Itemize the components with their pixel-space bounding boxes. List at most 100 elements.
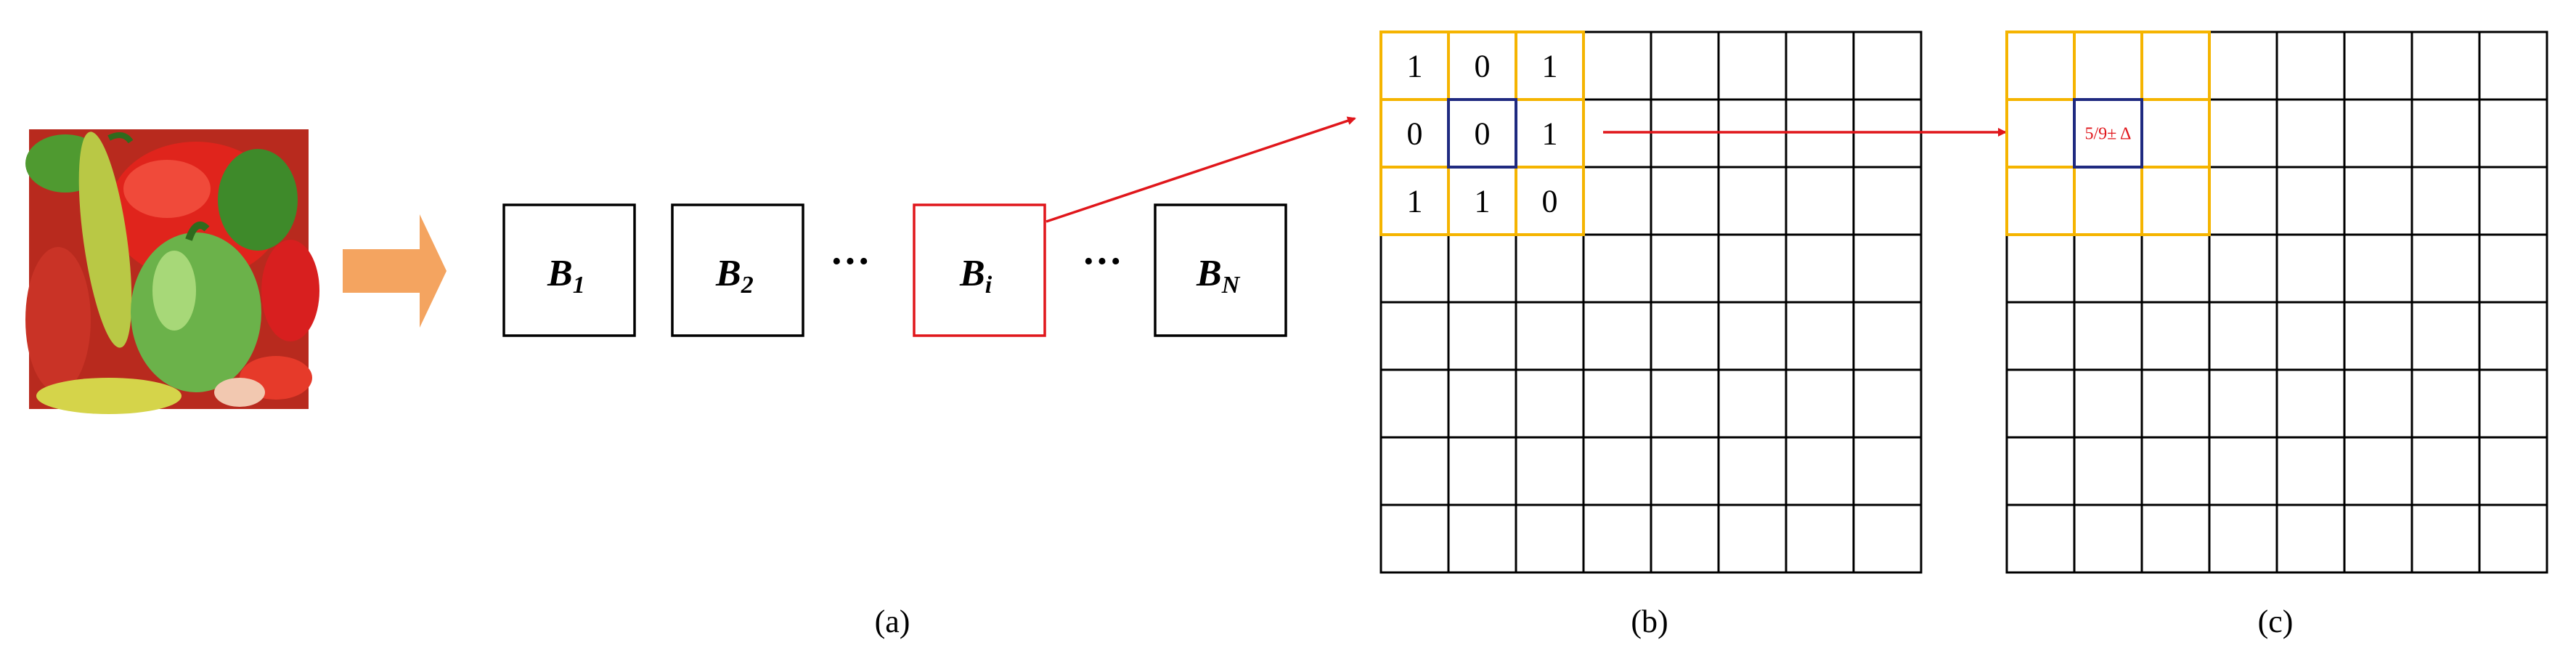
- grid-b-cell: [1650, 436, 1720, 506]
- grid-c-window-cell: [2005, 166, 2076, 236]
- block-n-box: [1154, 203, 1287, 337]
- grid-b-cell: [1852, 233, 1923, 304]
- grid-c-cell: [2208, 233, 2278, 304]
- grid-c-center-value: 5/9± Δ: [2085, 125, 2132, 144]
- grid-c-cell: [2343, 301, 2413, 371]
- grid-b-cell: [1717, 436, 1788, 506]
- grid-b-cell: [1852, 368, 1923, 439]
- grid-c-cell: [2208, 31, 2278, 101]
- grid-b-cell: [1515, 301, 1585, 371]
- grid-b-cell: [1515, 503, 1585, 574]
- block-1-label: B1: [547, 253, 585, 299]
- ellipsis-right: ···: [1082, 239, 1122, 284]
- grid-c-window-cell: [2005, 98, 2076, 169]
- block-2-box: [671, 203, 804, 337]
- grid-b-value: 1: [1542, 49, 1558, 84]
- grid-c-cell: [2410, 301, 2481, 371]
- grid-c-cell: [2005, 301, 2076, 371]
- grid-c-cell: [2410, 98, 2481, 169]
- grid-b-cell: [1582, 31, 1652, 101]
- grid-b-cell: [1852, 503, 1923, 574]
- grid-c-cell: [2343, 98, 2413, 169]
- grid-b-cell: [1582, 368, 1652, 439]
- grid-b-value: 0: [1542, 184, 1558, 219]
- grid-c-cell: [2478, 503, 2548, 574]
- grid-b-value: 1: [1542, 116, 1558, 152]
- grid-c-cell: [2208, 436, 2278, 506]
- grid-c-cell: [2073, 233, 2143, 304]
- grid-b-cell: [1717, 233, 1788, 304]
- grid-c-cell: [2140, 503, 2211, 574]
- grid-c-cell: [2140, 166, 2211, 236]
- grid-c-cell: [2275, 98, 2346, 169]
- grid-b-cell: [1717, 166, 1788, 236]
- grid-c-window-cell: [2140, 31, 2211, 101]
- grid-b-value: 0: [1475, 49, 1491, 84]
- grid-c-cell: [2410, 368, 2481, 439]
- grid-c-cell: [2140, 368, 2211, 439]
- block-n: BN: [1154, 203, 1287, 337]
- grid-c-cell: [2073, 436, 2143, 506]
- grid-c-cell: [2208, 166, 2278, 236]
- grid-b-value: 1: [1407, 49, 1423, 84]
- block-2: B2: [671, 203, 804, 337]
- grid-c-cell: [2275, 166, 2346, 236]
- grid-b-cell: [1650, 31, 1720, 101]
- grid-b-cell: [1852, 436, 1923, 506]
- grid-c-cell: [2005, 166, 2076, 236]
- grid-c-cell: [2005, 233, 2076, 304]
- block-n-label: BN: [1196, 253, 1241, 299]
- grid-c-cell: [2208, 98, 2278, 169]
- grid-b-cell: [1447, 436, 1517, 506]
- grid-c-cell: [2478, 31, 2548, 101]
- block-1-box: [502, 203, 636, 337]
- grid-c-cell: [2208, 301, 2278, 371]
- grid-c: 5/9± Δ: [2005, 31, 2548, 574]
- grid-c-cell: [2478, 166, 2548, 236]
- grid-c-cell: [2343, 166, 2413, 236]
- grid-c-window-cell: [2140, 98, 2211, 169]
- grid-c-cell: [2140, 31, 2211, 101]
- block-1: B1: [502, 203, 636, 337]
- grid-b-cell: [1447, 233, 1517, 304]
- grid-b-cell: [1582, 436, 1652, 506]
- caption-b: (b): [1631, 604, 1668, 639]
- grid-b-cell: [1785, 166, 1855, 236]
- grid-b-value: 0: [1475, 116, 1491, 152]
- grid-c-cell: [2073, 503, 2143, 574]
- grid-b-cell: [1717, 368, 1788, 439]
- grid-c-window-cell: [2073, 166, 2143, 236]
- grid-c-cell: [2343, 503, 2413, 574]
- grid-c-cell: [2343, 233, 2413, 304]
- grid-c-cell: [2410, 31, 2481, 101]
- grid-c-cell: [2073, 166, 2143, 236]
- block-i: Bi: [913, 203, 1046, 337]
- grid-b-cell: [1650, 368, 1720, 439]
- grid-b-center-cell: [1447, 98, 1517, 169]
- grid-c-window-cell: [2140, 166, 2211, 236]
- grid-c-cell: [2410, 233, 2481, 304]
- grid-c-cell: [2275, 503, 2346, 574]
- grid-c-cell: [2140, 436, 2211, 506]
- block-i-box: [913, 203, 1046, 337]
- block-2-label: B2: [715, 253, 754, 299]
- grid-c-cell: [2275, 368, 2346, 439]
- grid-c-cell: [2208, 503, 2278, 574]
- grid-b-cell: [1515, 368, 1585, 439]
- grid-c-cell: [2275, 233, 2346, 304]
- grid-c-cell: [2478, 368, 2548, 439]
- grid-c-cell: [2005, 98, 2076, 169]
- grid-b-cell: [1515, 233, 1585, 304]
- grid-c-cell: [2410, 166, 2481, 236]
- grid-c-cell: [2005, 368, 2076, 439]
- grid-b-cell: [1582, 503, 1652, 574]
- grid-b-cell: [1717, 503, 1788, 574]
- grid-c-cell: [2478, 98, 2548, 169]
- grid-b-value: 1: [1475, 184, 1491, 219]
- grid-b-cell: [1717, 31, 1788, 101]
- grid-c-window-cell: [2073, 31, 2143, 101]
- grid-c-cell: [2275, 301, 2346, 371]
- grid-c-cell: [2478, 301, 2548, 371]
- grid-b-cell: [1650, 166, 1720, 236]
- grid-b-window-cell: [1515, 166, 1585, 236]
